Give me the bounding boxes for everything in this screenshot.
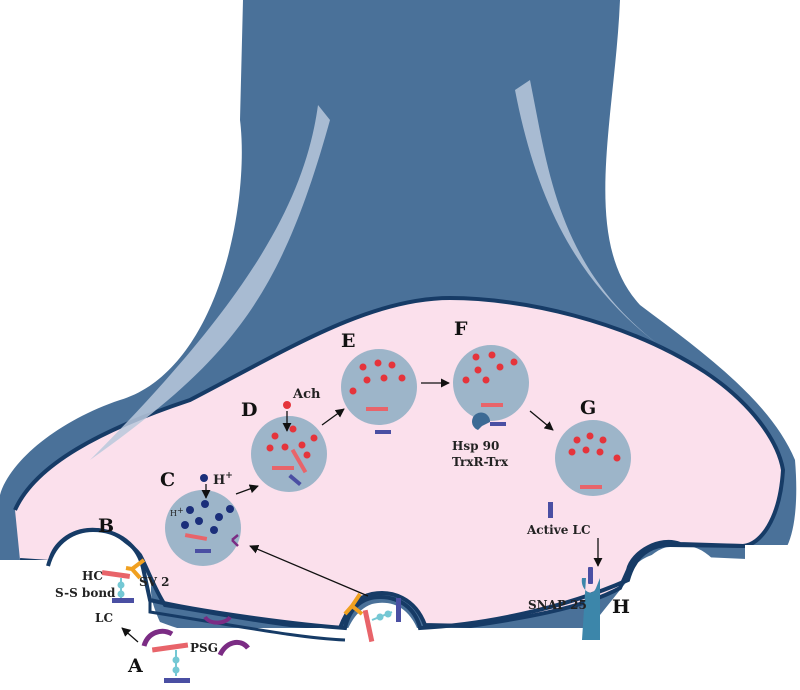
- label-g: G: [580, 397, 596, 419]
- arrow-center-to-c: [249, 545, 369, 597]
- label-e: E: [341, 330, 355, 352]
- sv2-label: SV 2: [139, 575, 170, 589]
- toxin-a: [141, 628, 250, 683]
- label-a: A: [127, 655, 143, 677]
- vesicle-e: [341, 349, 417, 434]
- label-b: B: [98, 515, 114, 537]
- cleft-space-left: [0, 560, 48, 690]
- ss-bond-label: S-S bond: [55, 586, 116, 600]
- arrow-f-to-g: [529, 410, 554, 431]
- toxin-center: [343, 592, 401, 643]
- active-lc-at-snap25: [588, 567, 593, 584]
- label-c: C: [160, 469, 175, 491]
- vesicle-c: [165, 490, 241, 566]
- vesicle-d: [251, 416, 327, 492]
- ach-label: Ach: [292, 387, 321, 402]
- proton-molecule: [200, 474, 208, 482]
- label-f: F: [454, 318, 468, 340]
- hsp90-label: Hsp 90: [452, 439, 499, 453]
- h-plus-label: H+: [213, 471, 233, 488]
- trxr-label: TrxR-Trx: [452, 455, 509, 469]
- highlight-streak-right: [515, 80, 680, 360]
- lc-label: LC: [95, 611, 113, 625]
- membrane-pit-h: [635, 545, 725, 635]
- toxin-b: [101, 558, 146, 603]
- hc-label: HC: [82, 569, 103, 583]
- arrow-d-to-e: [321, 408, 345, 426]
- h-plus-inside-sup: +: [177, 506, 184, 515]
- snap25-protein: [581, 578, 600, 640]
- vesicle-g: [555, 420, 631, 496]
- arrow-c-to-d: [235, 484, 259, 495]
- cleft-space-right: [745, 545, 800, 690]
- membrane-outer-bottom: [148, 600, 346, 642]
- psg-label: PSG: [190, 641, 218, 655]
- h-plus-inside-text: H: [170, 509, 177, 518]
- snap25-label: SNAP 25: [528, 598, 587, 612]
- arrow-a-to-b: [121, 627, 139, 643]
- vesicle-f: [453, 345, 529, 430]
- psg-receptor: [203, 615, 232, 625]
- active-lc: [548, 502, 553, 518]
- label-h: H: [612, 596, 630, 618]
- ach-molecule: [283, 401, 291, 409]
- active-lc-label: Active LC: [526, 523, 591, 537]
- h-plus-sup: +: [225, 471, 233, 481]
- sv2-receptor: [231, 534, 239, 547]
- label-d: D: [241, 399, 257, 421]
- h-plus-text: H: [213, 473, 225, 488]
- h-plus-inside-label: H+: [170, 506, 184, 518]
- cleft-space: [0, 628, 800, 690]
